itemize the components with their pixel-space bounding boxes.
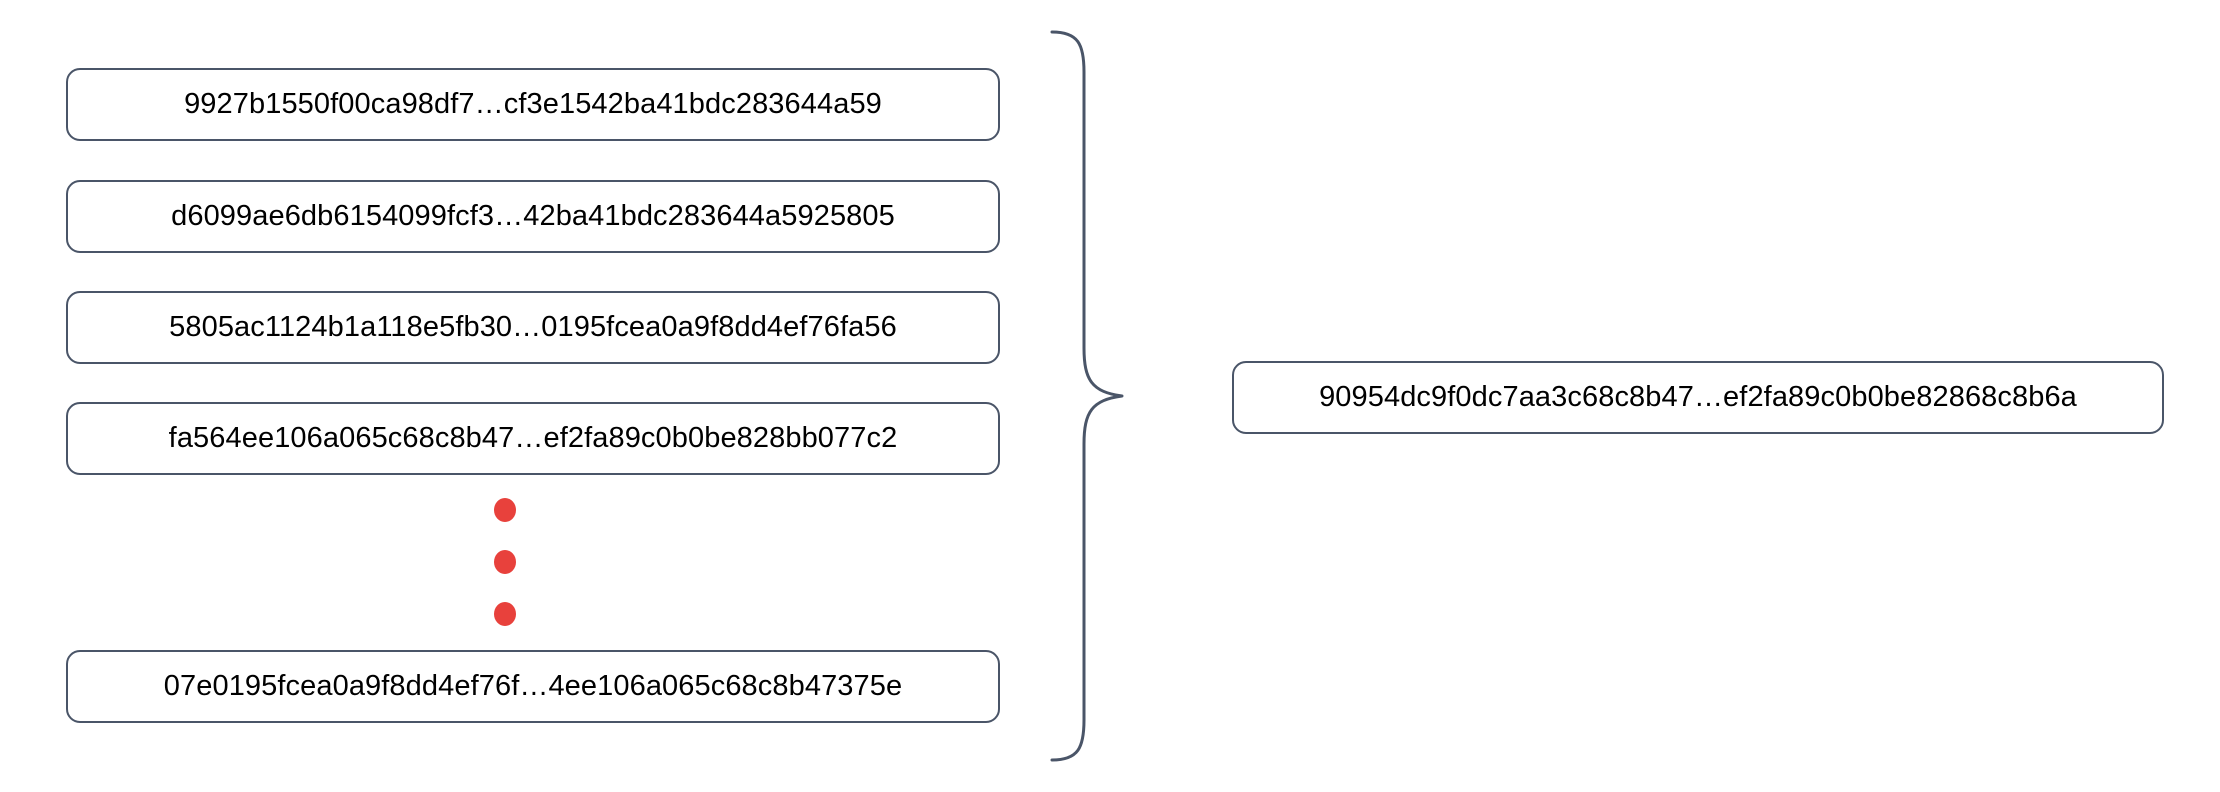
- hash-value: 90954dc9f0dc7aa3c68c8b47…ef2fa89c0b0be82…: [1319, 381, 2077, 413]
- hash-box-leaf-2[interactable]: d6099ae6db6154099fcf3…42ba41bdc283644a59…: [66, 180, 1000, 253]
- ellipsis-dot: [494, 550, 516, 574]
- hash-value: fa564ee106a065c68c8b47…ef2fa89c0b0be828b…: [168, 422, 898, 454]
- hash-box-leaf-3[interactable]: 5805ac1124b1a118e5fb30…0195fcea0a9f8dd4e…: [66, 291, 1000, 364]
- hash-value: 5805ac1124b1a118e5fb30…0195fcea0a9f8dd4e…: [169, 311, 897, 343]
- hash-box-leaf-n[interactable]: 07e0195fcea0a9f8dd4ef76f…4ee106a065c68c8…: [66, 650, 1000, 723]
- curly-brace-icon: [1044, 28, 1130, 764]
- ellipsis-dot: [494, 498, 516, 522]
- hash-value: d6099ae6db6154099fcf3…42ba41bdc283644a59…: [171, 200, 895, 232]
- hash-value: 07e0195fcea0a9f8dd4ef76f…4ee106a065c68c8…: [163, 670, 903, 702]
- hash-box-leaf-4[interactable]: fa564ee106a065c68c8b47…ef2fa89c0b0be828b…: [66, 402, 1000, 475]
- vertical-ellipsis-icon: [494, 498, 524, 630]
- hash-box-leaf-1[interactable]: 9927b1550f00ca98df7…cf3e1542ba41bdc28364…: [66, 68, 1000, 141]
- hash-box-aggregate[interactable]: 90954dc9f0dc7aa3c68c8b47…ef2fa89c0b0be82…: [1232, 361, 2164, 434]
- ellipsis-dot: [494, 602, 516, 626]
- hash-value: 9927b1550f00ca98df7…cf3e1542ba41bdc28364…: [184, 88, 882, 120]
